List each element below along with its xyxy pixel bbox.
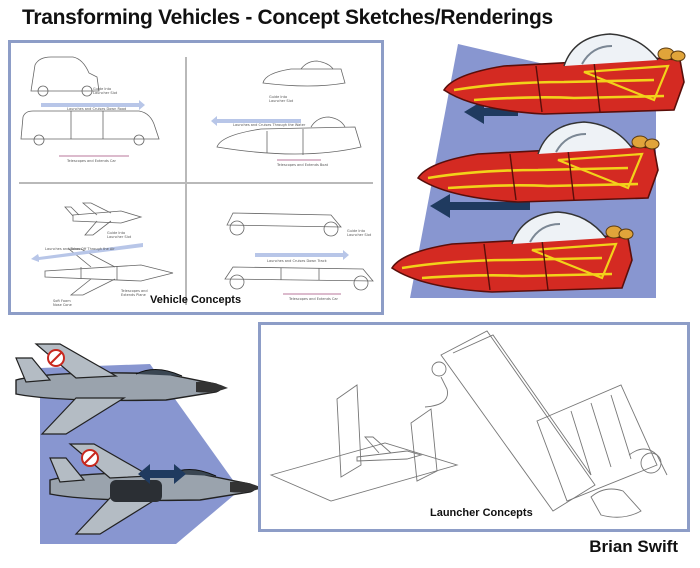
page-title: Transforming Vehicles - Concept Sketches… [22,6,553,29]
vehicle-concepts-caption: Vehicle Concepts [150,294,242,306]
launcher-sketches [269,330,668,518]
boat-arrow-note: Launches and Cruises Through the Water [233,123,306,127]
jet-extend-note: Telescopes and Extends Plane [121,289,148,297]
boat-launcher-note: Guide Into Launcher Slot [269,95,294,103]
car-launch-arrow [41,100,145,110]
author-name: Brian Swift [589,537,678,556]
racer-extend-note: Telescopes and Extends Car [289,297,338,301]
jet-extension-section [110,480,162,502]
jet-sketch [44,202,174,296]
vehicle-concepts-panel: Guide Into Launcher Slot Launches and Cr… [8,40,384,315]
racer-sketch [224,212,374,291]
jet-extend-arrow [138,464,186,484]
boat-extend-note: Telescopes and Extends Boat [277,163,328,167]
boat-render-top [442,32,687,116]
car-extend-note: Telescopes and Extends Car [67,159,116,163]
car-sketch [20,56,160,146]
racer-launch-arrow [255,250,349,260]
boat-sketch [216,60,362,155]
launcher-concepts-panel [258,322,690,532]
jet-rendering [15,343,263,544]
car-arrow-note: Launches and Cruises Down Road [67,107,127,111]
vehicle-sketches [19,56,374,305]
car-launcher-note: Guide Into Launcher Slot [93,87,118,95]
launcher-sketch-small [269,361,459,502]
jet-nose-note: Soft Foam Nose Cone [53,299,72,307]
boat-rendering [390,32,687,298]
racer-launcher-note: Guide Into Launcher Slot [347,229,372,237]
boat-arrow-upper [464,100,518,124]
boat-launch-arrow [211,116,301,126]
jet-launch-arrow [31,243,143,262]
launcher-concepts-caption: Launcher Concepts [430,507,533,519]
boat-arrow-lower [430,194,530,218]
jet-launcher-note: Guide Into Launcher Slot [107,231,132,239]
racer-arrow-note: Launches and Cruises Down Track [267,259,327,263]
jet-arrow-note: Launches and Takes Off Through the Air [45,247,115,251]
launcher-sketch-large [440,330,668,518]
